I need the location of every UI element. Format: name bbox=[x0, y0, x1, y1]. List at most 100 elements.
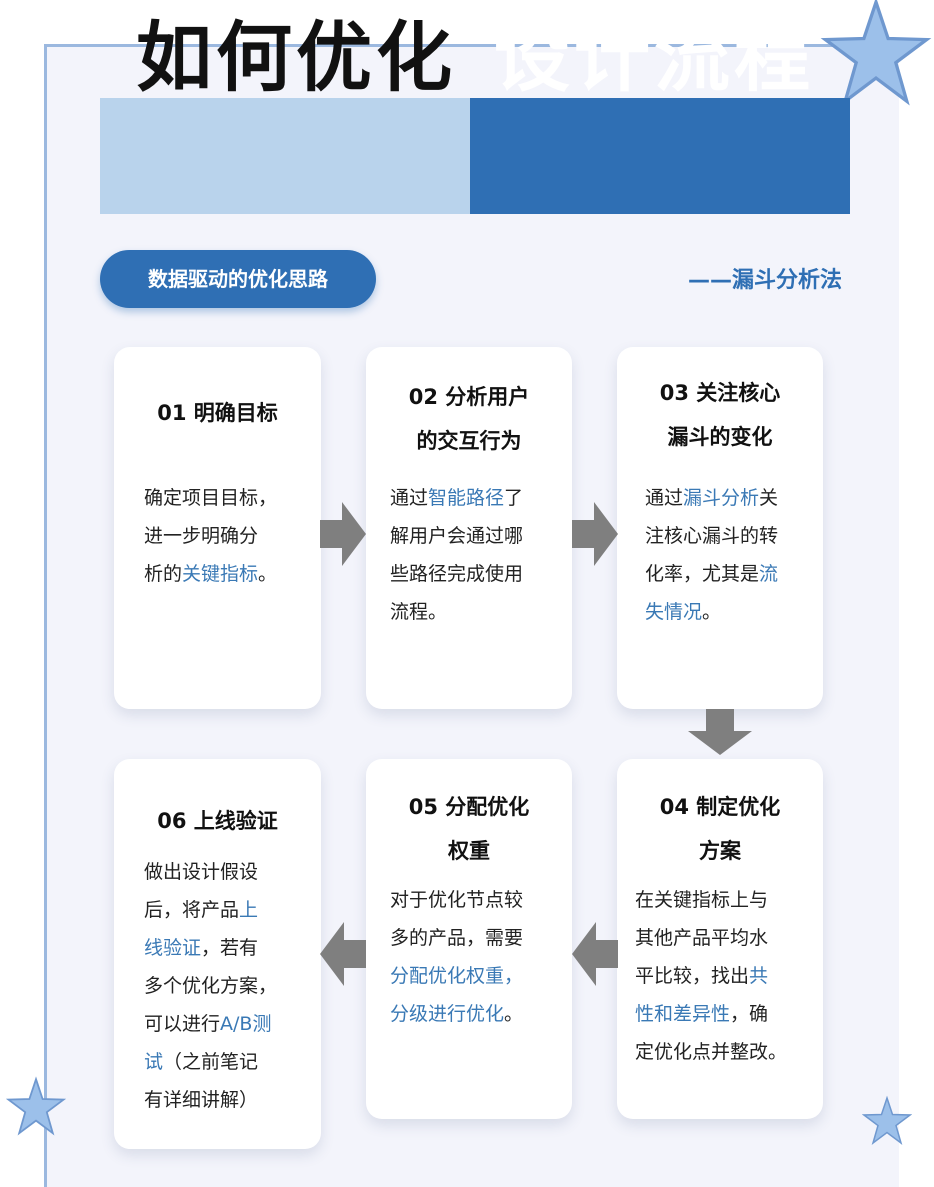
card-body-line: 定优化点并整改。 bbox=[635, 1033, 787, 1071]
card-body-line: 分级进行优化。 bbox=[390, 995, 523, 1033]
highlight-text: 智能路径 bbox=[428, 487, 505, 509]
star-decoration-icon bbox=[820, 0, 932, 106]
body-text: 了 bbox=[504, 487, 524, 509]
section-pill: 数据驱动的优化思路 bbox=[100, 250, 376, 308]
highlight-text: 关键指标 bbox=[182, 563, 259, 585]
card-body-line: 些路径完成使用 bbox=[390, 555, 523, 593]
card-title: 02 分析用户的交互行为 bbox=[366, 375, 572, 463]
card-body-line: 可以进行A/B测 bbox=[144, 1005, 271, 1043]
card-body-line: 多个优化方案， bbox=[144, 967, 277, 1005]
highlight-text: 分配优化权重， bbox=[390, 965, 524, 987]
card-title: 04 制定优化方案 bbox=[617, 785, 823, 873]
card-body-line: 做出设计假设 bbox=[144, 853, 258, 891]
highlight-text: 漏斗分析 bbox=[683, 487, 760, 509]
card-title-line: 04 制定优化 bbox=[659, 795, 781, 819]
arrow-left-icon bbox=[572, 922, 618, 986]
card-body-line: 试（之前笔记 bbox=[144, 1043, 258, 1081]
card-body-line: 通过漏斗分析关 bbox=[645, 479, 778, 517]
card-title: 06 上线验证 bbox=[114, 799, 321, 843]
card-body-line: 对于优化节点较 bbox=[390, 881, 523, 919]
card-body-line: 性和差异性，确 bbox=[635, 995, 768, 1033]
card-body-line: 线验证，若有 bbox=[144, 929, 258, 967]
body-text: 。 bbox=[702, 601, 722, 623]
highlight-text: A/B测 bbox=[220, 1013, 272, 1035]
highlight-text: 试 bbox=[144, 1051, 164, 1073]
title-right-block bbox=[470, 98, 850, 214]
body-text: 有详细讲解） bbox=[144, 1089, 259, 1111]
body-text: 。 bbox=[504, 1003, 524, 1025]
highlight-text: 流 bbox=[759, 563, 779, 585]
card-title-line: 06 上线验证 bbox=[157, 809, 278, 833]
card-body-line: 平比较，找出共 bbox=[635, 957, 768, 995]
card-title-line: 05 分配优化 bbox=[408, 795, 530, 819]
card-body-line: 后，将产品上 bbox=[144, 891, 258, 929]
body-text: 其他产品平均水 bbox=[635, 927, 769, 949]
body-text: 做出设计假设 bbox=[144, 861, 259, 883]
card-title-line: 的交互行为 bbox=[416, 429, 522, 453]
body-text: 在关键指标上与 bbox=[635, 889, 769, 911]
body-text: 些路径完成使用 bbox=[390, 563, 524, 585]
body-text: 关 bbox=[759, 487, 779, 509]
highlight-text: 上 bbox=[239, 899, 259, 921]
star-decoration-icon bbox=[6, 1076, 66, 1136]
card-body-line: 析的关键指标。 bbox=[144, 555, 277, 593]
card-body-line: 进一步明确分 bbox=[144, 517, 258, 555]
star-decoration-icon bbox=[862, 1095, 912, 1145]
card-body-line: 在关键指标上与 bbox=[635, 881, 768, 919]
card-body-line: 通过智能路径了 bbox=[390, 479, 523, 517]
highlight-text: 分级进行优化 bbox=[390, 1003, 505, 1025]
arrow-right-icon bbox=[572, 502, 618, 566]
step-card-04: 04 制定优化方案在关键指标上与其他产品平均水平比较，找出共性和差异性，确定优化… bbox=[617, 759, 823, 1119]
arrow-right-icon bbox=[320, 502, 366, 566]
card-body-line: 流程。 bbox=[390, 593, 447, 631]
page-title-part1: 如何优化 bbox=[136, 13, 456, 102]
body-text: （之前笔记 bbox=[163, 1051, 259, 1073]
body-text: 平比较，找出 bbox=[635, 965, 750, 987]
arrow-left-icon bbox=[320, 922, 366, 986]
card-body-line: 解用户会通过哪 bbox=[390, 517, 523, 555]
card-title: 05 分配优化权重 bbox=[366, 785, 572, 873]
card-title-line: 漏斗的变化 bbox=[667, 425, 773, 449]
body-text: 析的 bbox=[144, 563, 183, 585]
card-body-line: 其他产品平均水 bbox=[635, 919, 768, 957]
card-body-line: 失情况。 bbox=[645, 593, 721, 631]
card-title-line: 01 明确目标 bbox=[157, 401, 278, 425]
body-text: 化率，尤其是 bbox=[645, 563, 760, 585]
body-text: 解用户会通过哪 bbox=[390, 525, 524, 547]
method-subtitle: ——漏斗分析法 bbox=[687, 268, 842, 293]
body-text: 。 bbox=[258, 563, 278, 585]
body-text: 确定项目目标， bbox=[144, 487, 278, 509]
page-title-part2: 设计流程 bbox=[494, 13, 814, 102]
highlight-text: 性和差异性 bbox=[635, 1003, 731, 1025]
step-card-05: 05 分配优化权重对于优化节点较多的产品，需要分配优化权重， 分级进行优化。 bbox=[366, 759, 572, 1119]
step-card-02: 02 分析用户的交互行为通过智能路径了解用户会通过哪些路径完成使用流程。 bbox=[366, 347, 572, 709]
card-body-line: 多的产品，需要 bbox=[390, 919, 523, 957]
body-text: 进一步明确分 bbox=[144, 525, 259, 547]
body-text: 可以进行 bbox=[144, 1013, 221, 1035]
body-text: 多个优化方案， bbox=[144, 975, 278, 997]
title-left-block bbox=[100, 98, 472, 214]
body-text: 注核心漏斗的转 bbox=[645, 525, 779, 547]
body-text: ，确 bbox=[730, 1003, 769, 1025]
step-card-06: 06 上线验证做出设计假设后，将产品上线验证，若有多个优化方案，可以进行A/B测… bbox=[114, 759, 321, 1149]
highlight-text: 失情况 bbox=[645, 601, 703, 623]
card-body-line: 化率，尤其是流 bbox=[645, 555, 778, 593]
card-body-line: 确定项目目标， bbox=[144, 479, 277, 517]
card-body-line: 分配优化权重， bbox=[390, 957, 523, 995]
body-text: 定优化点并整改。 bbox=[635, 1041, 788, 1063]
highlight-text: 线验证 bbox=[144, 937, 202, 959]
card-title: 03 关注核心漏斗的变化 bbox=[617, 371, 823, 459]
body-text: 通过 bbox=[645, 487, 684, 509]
body-text: 对于优化节点较 bbox=[390, 889, 524, 911]
card-body-line: 注核心漏斗的转 bbox=[645, 517, 778, 555]
step-card-03: 03 关注核心漏斗的变化通过漏斗分析关注核心漏斗的转化率，尤其是流失情况。 bbox=[617, 347, 823, 709]
body-text: 通过 bbox=[390, 487, 429, 509]
step-card-01: 01 明确目标确定项目目标，进一步明确分析的关键指标。 bbox=[114, 347, 321, 709]
card-title: 01 明确目标 bbox=[114, 391, 321, 435]
card-title-line: 03 关注核心 bbox=[659, 381, 781, 405]
card-title-line: 02 分析用户 bbox=[408, 385, 530, 409]
card-title-line: 方案 bbox=[699, 839, 741, 863]
arrow-down-icon bbox=[688, 709, 752, 755]
highlight-text: 共 bbox=[749, 965, 769, 987]
body-text: 后，将产品 bbox=[144, 899, 240, 921]
